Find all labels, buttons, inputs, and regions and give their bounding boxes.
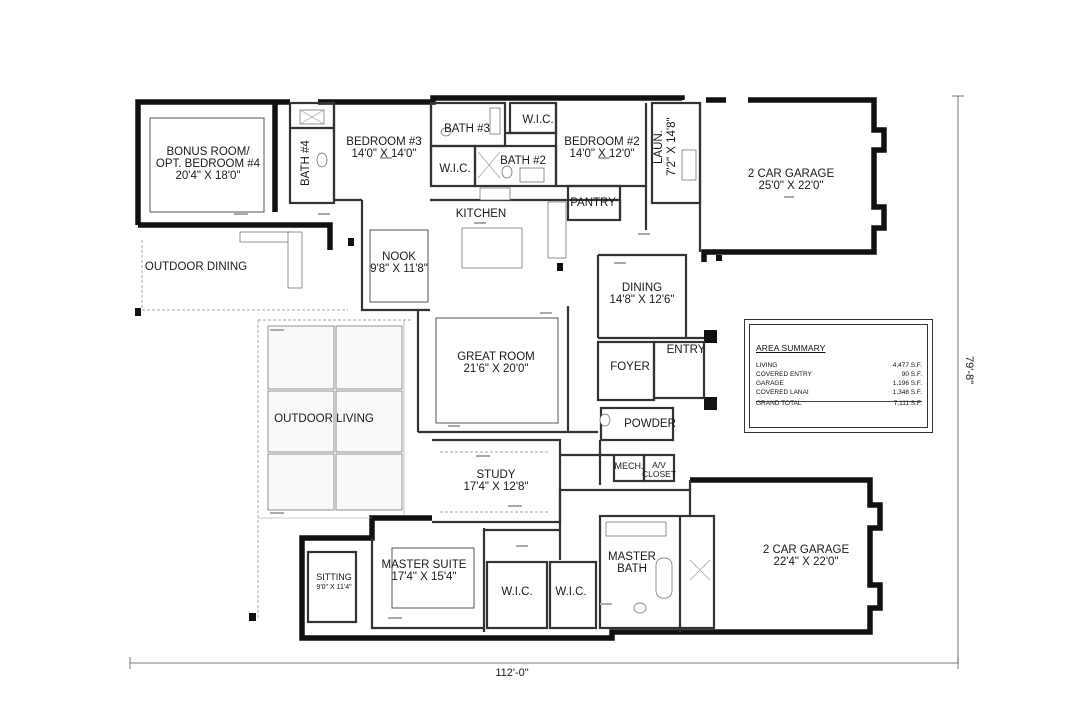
- master-bath-label-2: BATH: [617, 563, 647, 575]
- bath2-label: BATH #2: [500, 155, 546, 167]
- bonus-room-label-2: OPT. BEDROOM #4: [156, 158, 261, 170]
- outdoor-living-label: OUTDOOR LIVING: [274, 413, 374, 425]
- study-dimension: 17'4" X 12'8": [464, 481, 529, 493]
- lower-wing-walls: [306, 480, 716, 632]
- pantry-label: PANTRY: [570, 197, 616, 209]
- av-closet-label-2: CLOSET: [642, 469, 676, 479]
- area-summary-table: AREA SUMMARY LIVING 4,477 S.F. COVERED E…: [744, 319, 933, 433]
- area-row-living: LIVING 4,477 S.F.: [756, 361, 922, 370]
- overall-depth-dimension: [952, 95, 964, 663]
- great-room-label: GREAT ROOM: [457, 351, 535, 363]
- wic-upper-left-label: W.I.C.: [439, 163, 470, 175]
- overall-depth-label: 79'-8": [963, 356, 975, 384]
- overall-width-label: 112'-0": [495, 667, 528, 679]
- nook-label: NOOK: [382, 251, 416, 263]
- bonus-room-dimension: 20'4" X 18'0": [176, 170, 241, 182]
- master-bath-label: MASTER: [608, 551, 656, 563]
- area-row-value: 90 S.F.: [901, 371, 922, 378]
- area-row-value: 1,196 S.F.: [892, 380, 922, 387]
- area-summary-divider: [756, 401, 922, 402]
- area-row-label: LIVING: [756, 362, 778, 369]
- area-total-label: GRAND TOTAL: [756, 400, 802, 407]
- kitchen-label: KITCHEN: [456, 208, 506, 220]
- overall-width-dimension: [129, 657, 959, 669]
- laundry-dimension: 7'2" X 14'8": [666, 117, 678, 176]
- bath4-label: BATH #4: [300, 140, 312, 186]
- study-label: STUDY: [477, 469, 516, 481]
- garage-top-label: 2 CAR GARAGE: [748, 168, 835, 180]
- exterior-walls: [135, 95, 887, 641]
- interior-walls: [149, 101, 706, 524]
- entry-label: ENTRY: [667, 344, 706, 356]
- av-closet-label: A/V: [652, 460, 666, 470]
- area-row-label: COVERED ENTRY: [756, 371, 812, 378]
- sitting-label: SITTING: [316, 572, 352, 582]
- foyer-label: FOYER: [610, 361, 650, 373]
- bedroom3-label: BEDROOM #3: [346, 136, 421, 148]
- plumbing-fixtures: [299, 107, 711, 614]
- area-row-value: 1,348 S.F.: [892, 389, 922, 396]
- area-row-garage: GARAGE 1,196 S.F.: [756, 379, 922, 388]
- nook-dimension: 9'8" X 11'8": [370, 263, 428, 275]
- outdoor-dining-label: OUTDOOR DINING: [145, 261, 247, 273]
- great-room-dimension: 21'6" X 20'0": [464, 363, 529, 375]
- area-summary-title: AREA SUMMARY: [756, 343, 826, 353]
- dining-label: DINING: [622, 282, 662, 294]
- garage-bottom-label: 2 CAR GARAGE: [763, 544, 850, 556]
- area-row-label: GARAGE: [756, 380, 784, 387]
- wic-upper-right-label: W.I.C.: [522, 114, 553, 126]
- powder-label: POWDER: [624, 418, 676, 430]
- ceiling-notes: [152, 117, 794, 619]
- area-row-covered-entry: COVERED ENTRY 90 S.F.: [756, 370, 922, 379]
- bonus-room-label: BONUS ROOM/: [166, 146, 250, 158]
- master-wic-left-label: W.I.C.: [501, 586, 532, 598]
- sitting-dimension: 9'0" X 11'4": [316, 584, 352, 591]
- mech-label: MECH.: [615, 461, 644, 471]
- master-suite-label: MASTER SUITE: [382, 559, 467, 571]
- area-row-covered-lanai: COVERED LANAI 1,348 S.F.: [756, 388, 922, 397]
- outdoor-living-area: [141, 231, 412, 620]
- area-row-value: 4,477 S.F.: [892, 362, 922, 369]
- bedroom3-dimension: 14'0" X 14'0": [352, 148, 417, 160]
- master-suite-dimension: 17'4" X 15'4": [392, 571, 457, 583]
- area-row-grand-total: GRAND TOTAL 7,111 S.F.: [756, 399, 922, 408]
- area-summary-border: [749, 324, 928, 428]
- master-wic-right-label: W.I.C.: [555, 586, 586, 598]
- bedroom2-dimension: 14'0" X 12'0": [570, 148, 635, 160]
- bedroom2-label: BEDROOM #2: [564, 136, 639, 148]
- laundry-label: LAUN.: [653, 130, 665, 164]
- garage-bottom-dimension: 22'4" X 22'0": [774, 556, 839, 568]
- dining-dimension: 14'8" X 12'6": [610, 294, 675, 306]
- area-total-value: 7,111 S.F.: [893, 400, 922, 407]
- area-row-label: COVERED LANAI: [756, 389, 809, 396]
- bath3-label: BATH #3: [444, 123, 490, 135]
- garage-top-dimension: 25'0" X 22'0": [759, 180, 824, 192]
